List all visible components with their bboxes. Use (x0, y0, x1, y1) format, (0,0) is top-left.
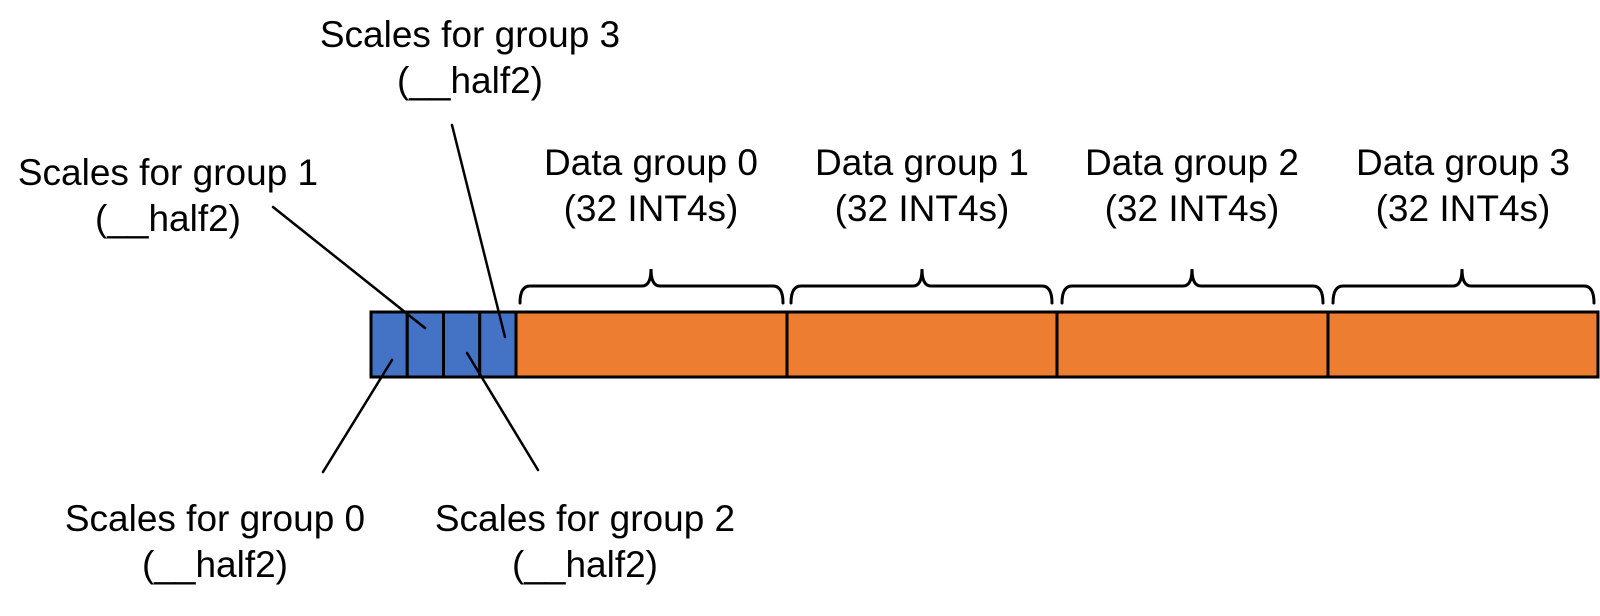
scales-blocks (369, 310, 518, 379)
data-blocks (514, 310, 1600, 379)
data-block-1 (785, 310, 1059, 379)
data-group-3-label: Data group 3 (32 INT4s) (1356, 140, 1570, 232)
data-group-2-label: Data group 2 (32 INT4s) (1085, 140, 1299, 232)
brace-data-group-1 (789, 268, 1054, 305)
scales-group-2-label: Scales for group 2 (__half2) (435, 496, 735, 588)
brace-data-group-0 (518, 268, 785, 305)
data-group-2-name: Data group 2 (1085, 142, 1299, 183)
data-group-1-label: Data group 1 (32 INT4s) (815, 140, 1029, 232)
data-group-2-size: (32 INT4s) (1104, 188, 1280, 229)
data-group-3-name: Data group 3 (1356, 142, 1570, 183)
scales-block-3 (478, 310, 518, 379)
scales-group-0-type: (__half2) (141, 544, 289, 585)
data-group-1-size: (32 INT4s) (834, 188, 1010, 229)
scales-block-1 (405, 310, 445, 379)
brace-data-group-3 (1331, 268, 1596, 305)
data-group-0-label: Data group 0 (32 INT4s) (544, 140, 758, 232)
scales-group-2-type: (__half2) (511, 544, 659, 585)
data-group-1-name: Data group 1 (815, 142, 1029, 183)
leader-line-scales-0 (321, 358, 394, 474)
data-group-0-name: Data group 0 (544, 142, 758, 183)
scales-group-1-label: Scales for group 1 (__half2) (18, 150, 318, 242)
data-group-3-size: (32 INT4s) (1375, 188, 1551, 229)
data-group-0-size: (32 INT4s) (563, 188, 739, 229)
scales-group-3-label: Scales for group 3 (__half2) (320, 12, 620, 104)
braces (518, 268, 1596, 305)
scales-group-0-name: Scales for group 0 (64, 498, 366, 539)
scales-group-0-label: Scales for group 0 (__half2) (65, 496, 365, 588)
leader-line-scales-2 (465, 351, 540, 472)
scales-group-1-type: (__half2) (94, 198, 242, 239)
leader-line-scales-1 (271, 205, 427, 330)
scales-block-0 (369, 310, 409, 379)
data-block-2 (1055, 310, 1330, 379)
scales-group-3-name: Scales for group 3 (319, 14, 621, 55)
scales-group-1-name: Scales for group 1 (17, 152, 319, 193)
leader-lines (271, 123, 540, 474)
leader-line-scales-3 (450, 123, 507, 339)
scales-group-3-type: (__half2) (396, 60, 544, 101)
brace-data-group-2 (1060, 268, 1325, 305)
data-block-3 (1326, 310, 1600, 379)
data-block-0 (514, 310, 789, 379)
scales-group-2-name: Scales for group 2 (434, 498, 736, 539)
